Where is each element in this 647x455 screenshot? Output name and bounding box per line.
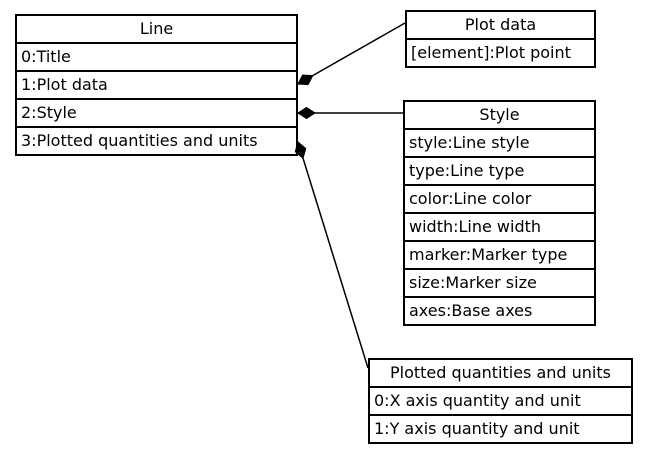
plot-data-box: Plot data [element]:Plot point: [405, 10, 596, 68]
style-box-title: Style: [479, 105, 520, 124]
line-box-row-style: 2:Style: [17, 98, 296, 126]
style-box: Style style:Line style type:Line type co…: [403, 100, 596, 326]
style-box-row-color: color:Line color: [405, 184, 594, 212]
plotted-quantities-box-title: Plotted quantities and units: [390, 363, 611, 382]
connector-plot-data: [297, 22, 406, 86]
line-box-row-title: 0:Title: [17, 42, 296, 70]
line-box: Line 0:Title 1:Plot data 2:Style 3:Plott…: [15, 14, 298, 156]
style-box-row-type: type:Line type: [405, 156, 594, 184]
composition-diamond-icon: [297, 106, 316, 120]
line-box-title: Line: [139, 19, 174, 38]
connector-style: [297, 106, 403, 120]
line-box-row-plot-data: 1:Plot data: [17, 70, 296, 98]
style-box-row-size: size:Marker size: [405, 268, 594, 296]
plotted-quantities-box-row-x-axis: 0:X axis quantity and unit: [370, 386, 631, 414]
composition-diamond-icon: [297, 74, 314, 86]
plot-data-box-row-element: [element]:Plot point: [407, 38, 594, 66]
connector-plotted-quantities: [294, 141, 369, 369]
line-box-row-plotted-quantities: 3:Plotted quantities and units: [17, 126, 296, 154]
style-box-row-axes: axes:Base axes: [405, 296, 594, 324]
plotted-quantities-box: Plotted quantities and units 0:X axis qu…: [368, 358, 633, 444]
plot-data-box-title: Plot data: [464, 15, 537, 34]
style-box-row-style: style:Line style: [405, 128, 594, 156]
plotted-quantities-box-row-y-axis: 1:Y axis quantity and unit: [370, 414, 631, 442]
style-box-row-marker: marker:Marker type: [405, 240, 594, 268]
style-box-row-width: width:Line width: [405, 212, 594, 240]
